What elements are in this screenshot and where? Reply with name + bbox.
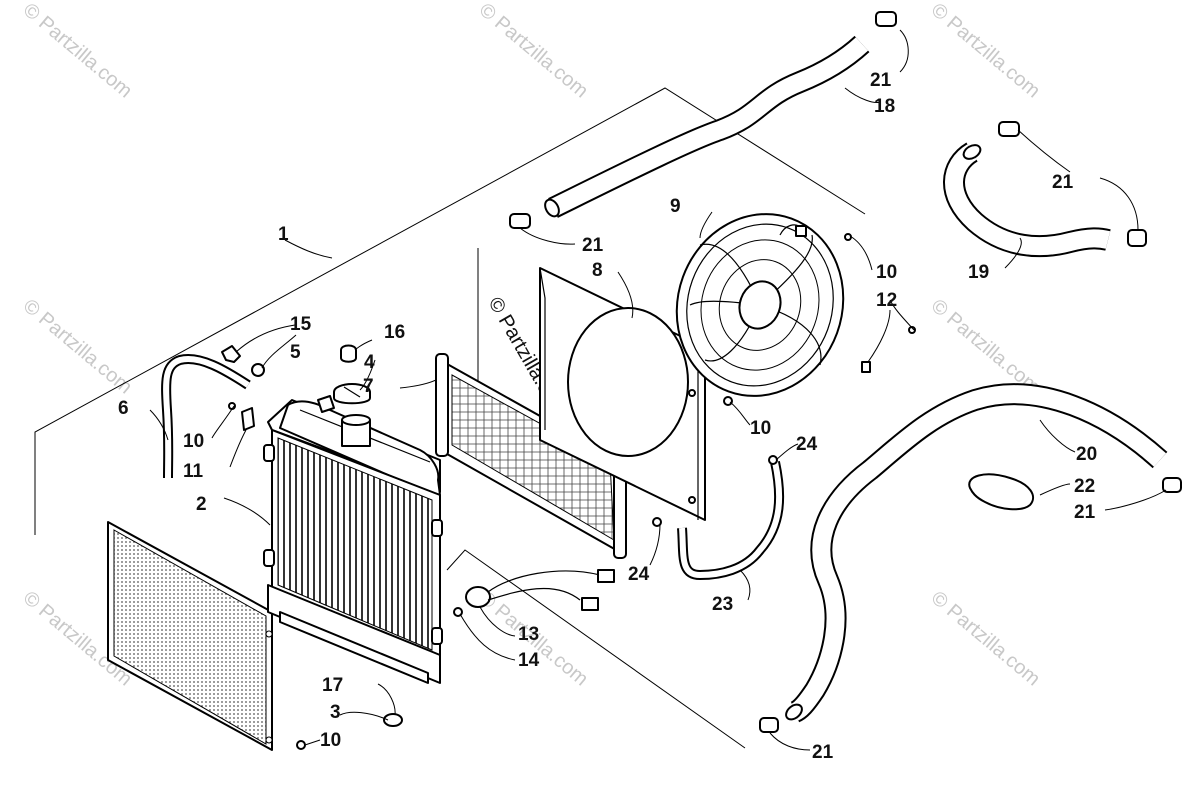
watermark: © Partzilla.com <box>475 0 592 102</box>
callout-5: 5 <box>290 342 301 363</box>
callout-21-shroud: 21 <box>582 235 604 256</box>
callout-21-upper: 21 <box>870 70 892 91</box>
callout-3: 3 <box>330 702 341 723</box>
upper-hose <box>544 35 870 218</box>
callout-6: 6 <box>118 398 129 419</box>
radiator <box>263 395 443 684</box>
callout-22: 22 <box>1074 476 1095 497</box>
hose-19 <box>943 142 1111 258</box>
callout-11: 11 <box>183 461 204 482</box>
callout-17: 17 <box>322 675 343 696</box>
callout-1: 1 <box>278 224 289 245</box>
callout-20: 20 <box>1076 444 1097 465</box>
callout-24-lower: 24 <box>628 564 650 585</box>
fan-shroud <box>539 267 706 521</box>
radiator-cap <box>333 383 371 405</box>
callout-14: 14 <box>518 650 540 671</box>
callout-18: 18 <box>874 96 895 117</box>
callout-21-hose19: 21 <box>1052 172 1074 193</box>
small-parts <box>221 11 1182 750</box>
callout-23: 23 <box>712 594 733 615</box>
callout-9: 9 <box>670 196 681 217</box>
callout-19: 19 <box>968 262 989 283</box>
callout-12: 12 <box>876 290 897 311</box>
callout-10-bracket: 10 <box>183 431 204 452</box>
callout-15: 15 <box>290 314 312 335</box>
leader-lines <box>149 29 1167 751</box>
callout-10-fan: 10 <box>876 262 897 283</box>
watermark: © Partzilla.com <box>927 295 1044 398</box>
callout-24-upper: 24 <box>796 434 818 455</box>
overflow-hose <box>161 354 251 479</box>
callout-16: 16 <box>384 322 405 343</box>
callout-7: 7 <box>363 376 374 397</box>
watermark: © Partzilla.com <box>19 295 136 398</box>
small-hose <box>677 460 785 580</box>
watermark: © Partzilla.com <box>927 587 1044 690</box>
callout-21-bottom: 21 <box>812 742 834 763</box>
callout-10-guard: 10 <box>320 730 341 751</box>
callout-13: 13 <box>518 624 539 645</box>
lower-hose <box>785 383 1168 723</box>
cooling-fan <box>675 213 845 397</box>
callouts: 1 2 3 4 5 6 7 8 9 10 10 10 10 11 12 13 1… <box>118 70 1097 763</box>
watermark: © Partzilla.com <box>19 0 136 102</box>
callout-8: 8 <box>592 260 603 281</box>
watermark: © Partzilla.com <box>927 0 1044 102</box>
callout-10-shroud: 10 <box>750 418 771 439</box>
callout-4: 4 <box>364 352 375 373</box>
callout-2: 2 <box>196 494 207 515</box>
callout-21-lower: 21 <box>1074 502 1096 523</box>
radiator-guard <box>107 521 273 751</box>
